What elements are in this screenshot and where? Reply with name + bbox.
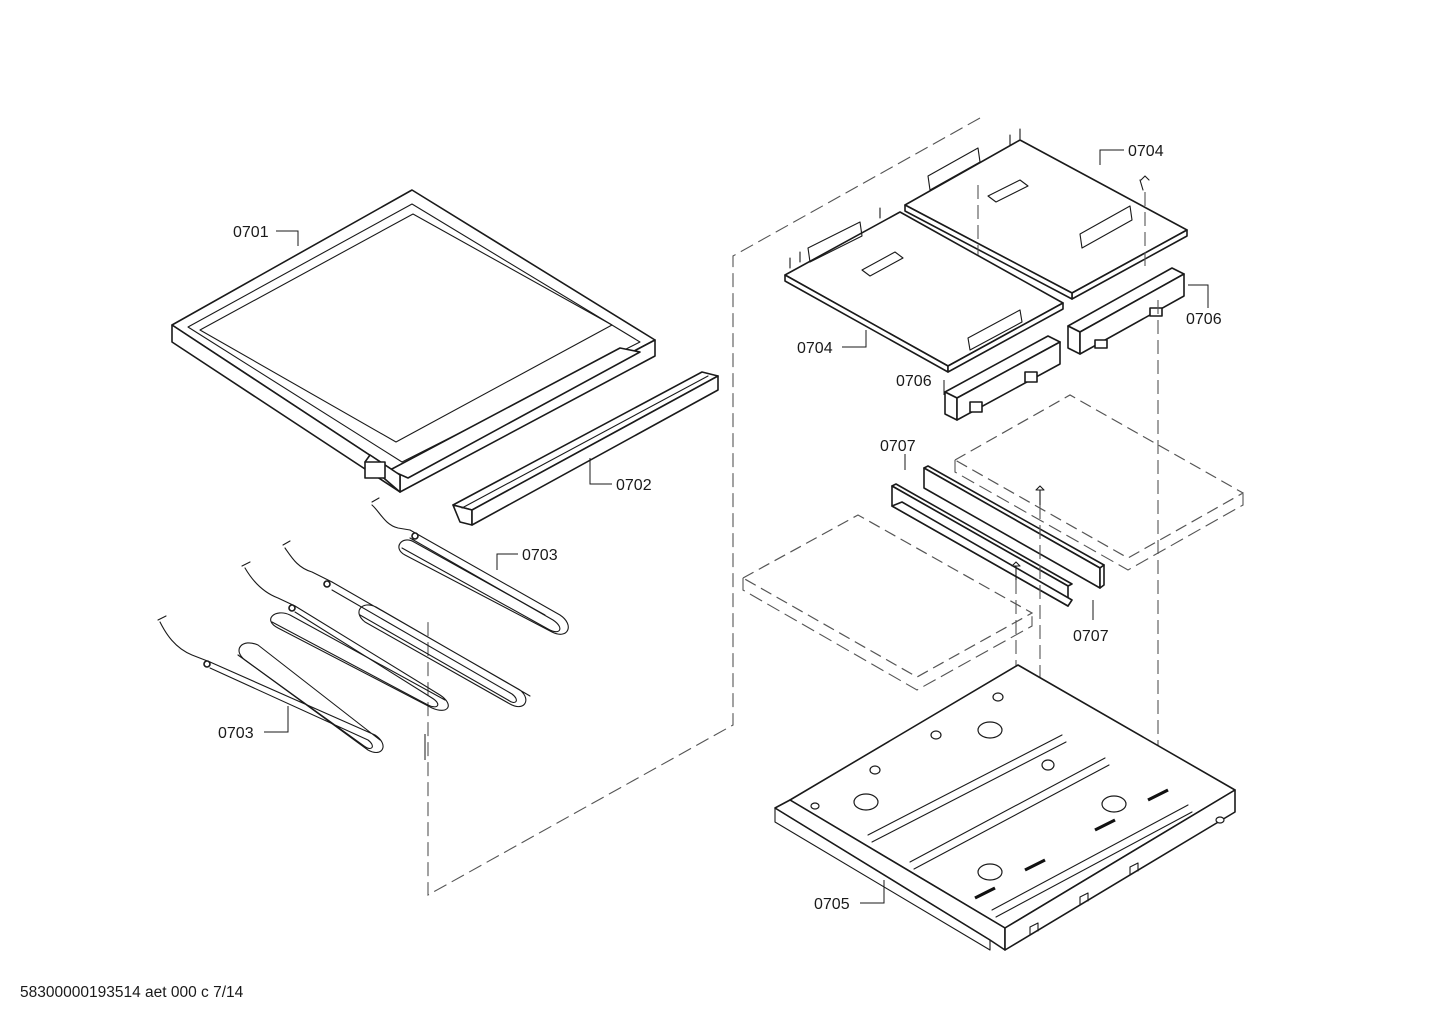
part-0703-heating-element-upper xyxy=(282,497,569,708)
part-0706-bracket-front xyxy=(944,335,1061,421)
label-0703-upper: 0703 xyxy=(522,547,558,564)
label-0706-front: 0706 xyxy=(896,373,932,390)
label-0704-front: 0704 xyxy=(797,340,833,357)
insulation-pad-front xyxy=(741,514,1034,691)
part-0706-bracket-back xyxy=(1067,267,1185,355)
callout-leaders xyxy=(264,149,1209,904)
label-0707-upper: 0707 xyxy=(880,438,916,455)
label-0705: 0705 xyxy=(814,896,850,913)
screw-icon xyxy=(1011,485,1045,581)
part-0701-top-tray xyxy=(171,189,656,493)
insulation-pad-back xyxy=(953,394,1245,571)
label-0703-lower: 0703 xyxy=(218,725,254,742)
label-0706-back: 0706 xyxy=(1186,311,1222,328)
part-0704-mounting-plate-front xyxy=(784,207,1064,373)
part-0702-channel-rail xyxy=(452,371,719,526)
part-0705-base-plate xyxy=(774,664,1236,951)
drawing-reference-footer: 58300000193514 aet 000 c 7/14 xyxy=(20,984,244,1001)
label-0704-back: 0704 xyxy=(1128,143,1164,160)
label-0702: 0702 xyxy=(616,477,652,494)
part-0707-angle-strip-lower xyxy=(891,483,1073,607)
label-0707-lower: 0707 xyxy=(1073,628,1109,645)
assembly-boundary-outline xyxy=(427,117,981,896)
part-0704-mounting-plate-back xyxy=(904,128,1188,300)
part-0707-angle-strip-upper xyxy=(923,465,1105,589)
label-0701: 0701 xyxy=(233,224,269,241)
part-0703-heating-element-lower xyxy=(157,561,449,753)
